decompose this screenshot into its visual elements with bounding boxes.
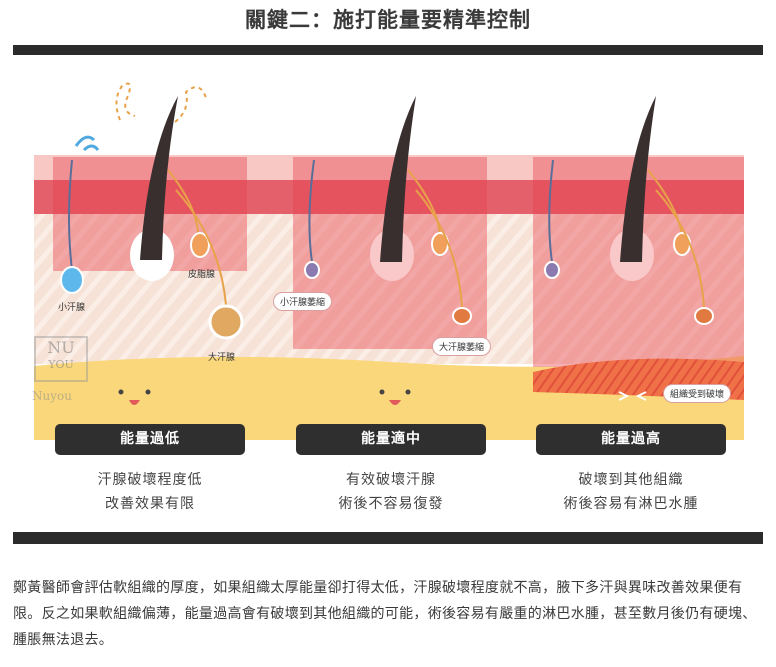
caption-high-1: 破壞到其他組織 [578,472,684,488]
nuyou-brand: Nuyou [32,389,72,403]
label-sebaceous: 皮脂腺 [188,270,216,280]
pill-energy-high: 能量過高 [536,424,726,455]
bottom-divider [13,532,763,544]
caption-mid-2: 術後不容易復發 [338,496,444,512]
caption-low-2: 改善效果有限 [105,496,195,512]
pill-energy-mid: 能量適中 [296,424,486,455]
page-title: 關鍵二：施打能量要精準控制 [245,8,531,32]
tag-eccrine-atrophy: 小汗腺萎縮 [274,293,332,310]
label-apocrine: 大汗腺 [208,353,236,363]
energy-illustration [34,82,744,440]
label-eccrine: 小汗腺 [58,303,86,313]
caption-mid-1: 有效破壞汗腺 [346,472,436,488]
pill-energy-low: 能量過低 [55,424,245,455]
tag-apocrine-atrophy: 大汗腺萎縮 [433,338,491,355]
caption-high-2: 術後容易有淋巴水腫 [563,496,699,512]
top-divider [13,45,763,55]
caption-low-1: 汗腺破壞程度低 [97,472,203,488]
tag-tissue-damage: 組織受到破壞 [664,385,731,402]
nuyou-logo: NU YOU [34,336,88,382]
description-paragraph: 鄭黃醫師會評估軟組織的厚度，如果組織太厚能量卻打得太低，汗腺破壞程度就不高，腋下… [13,580,757,648]
